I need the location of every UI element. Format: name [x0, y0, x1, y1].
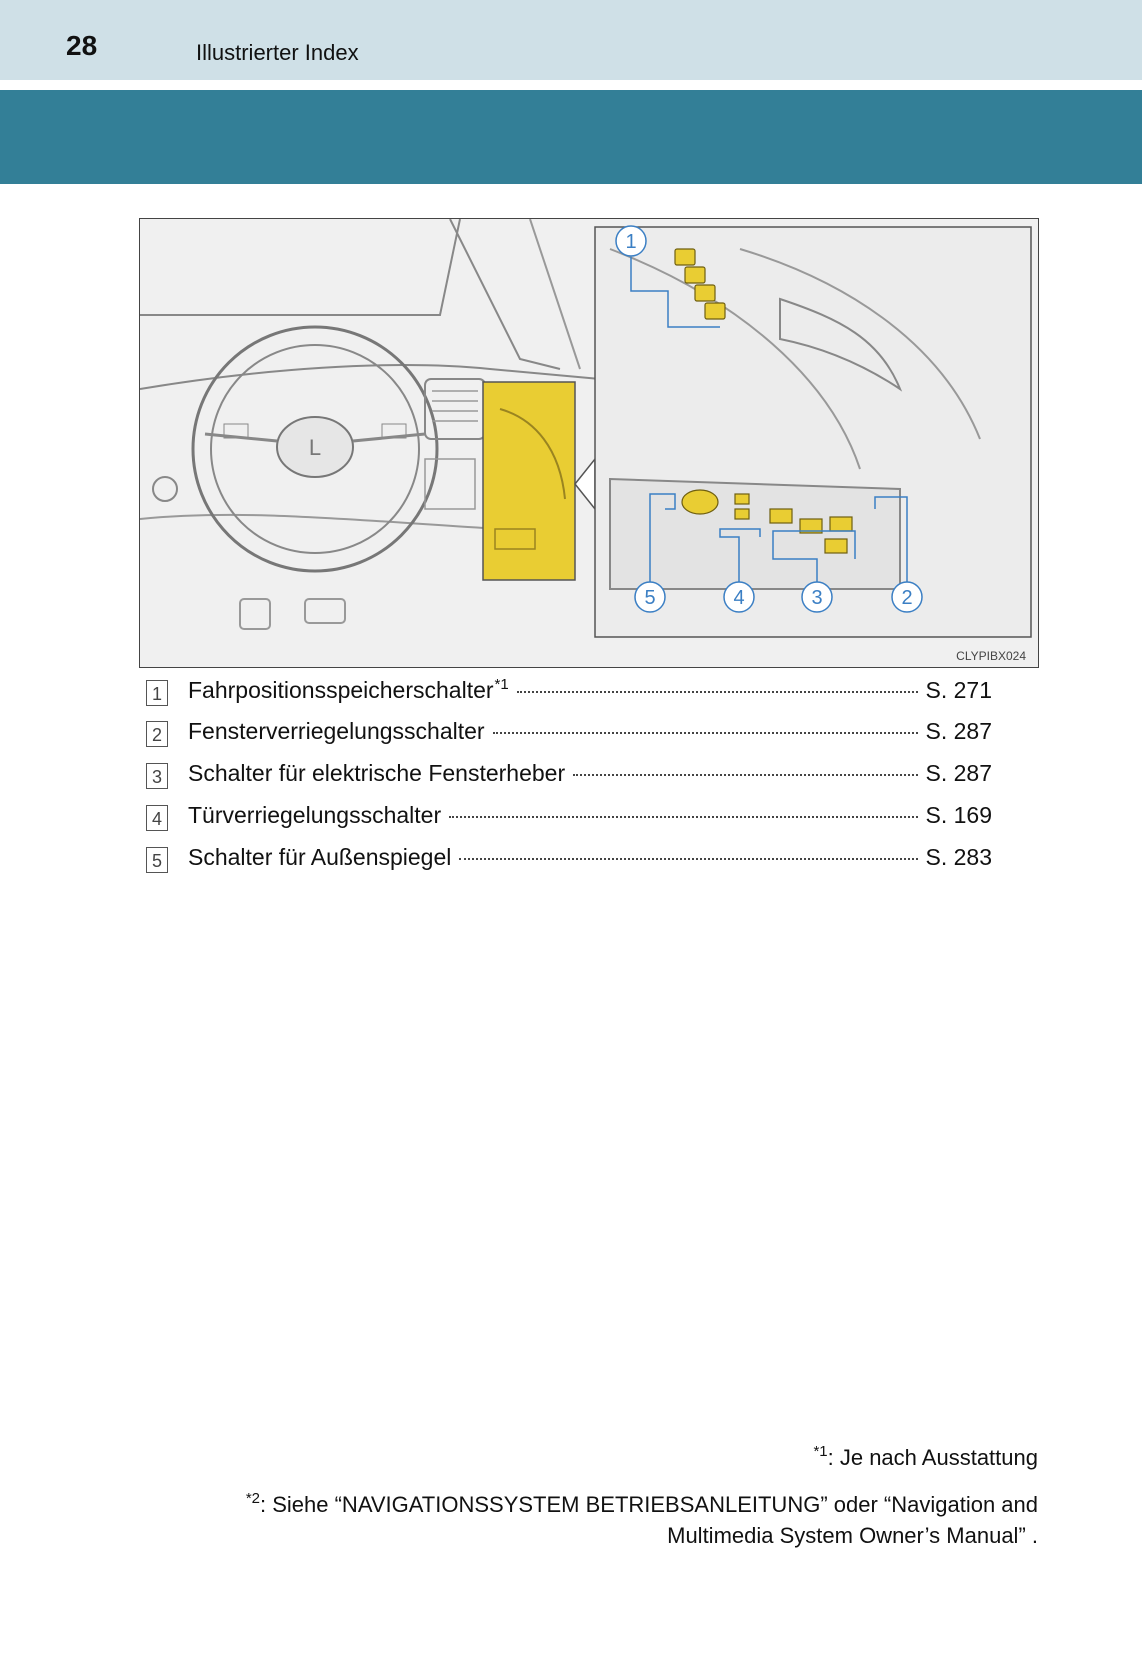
item-number-badge: 2	[146, 721, 168, 747]
callout-1	[615, 225, 647, 257]
index-item: 3 Schalter für elektrische Fensterheber …	[146, 760, 992, 802]
dot-leader	[573, 774, 918, 776]
index-item: 4 Türverriegelungsschalter S. 169	[146, 802, 992, 844]
footnote-mark: *2	[245, 1490, 260, 1507]
footnote-text: : Siehe “NAVIGATIONSSYSTEM BETRIEBSANLEI…	[260, 1492, 1038, 1517]
callout-1-label: 1	[625, 231, 636, 253]
footnotes: *1: Je nach Ausstattung *2: Siehe “NAVIG…	[178, 1436, 1038, 1551]
dot-leader	[516, 691, 918, 693]
callout-3-label: 3	[811, 587, 822, 609]
page-reference[interactable]: S. 283	[925, 844, 993, 870]
footnote-text-continued: Multimedia System Owner’s Manual” .	[667, 1523, 1038, 1548]
footnote-text: : Je nach Ausstattung	[827, 1445, 1038, 1470]
dot-leader	[449, 816, 918, 818]
item-number-badge: 4	[146, 805, 168, 831]
header-bar: 28 Illustrierter Index	[0, 0, 1142, 80]
footnote-marker: *1	[494, 676, 509, 693]
footnote-2: *2: Siehe “NAVIGATIONSSYSTEM BETRIEBSANL…	[178, 1483, 1038, 1551]
image-code: CLYPIBX024	[956, 649, 1026, 663]
item-label: Türverriegelungsschalter	[188, 802, 442, 828]
illustration-drawing: L	[140, 219, 1038, 667]
page-reference[interactable]: S. 271	[925, 677, 993, 703]
index-list: 1 Fahrpositionsspeicherschalter*1 S. 271…	[146, 676, 992, 886]
svg-text:L: L	[309, 435, 321, 460]
callout-2-label: 2	[901, 587, 912, 609]
item-label: Fahrpositionsspeicherschalter*1	[188, 676, 509, 703]
page-reference[interactable]: S. 287	[925, 760, 993, 786]
footnote-mark: *1	[813, 1443, 828, 1460]
index-item: 2 Fensterverriegelungsschalter S. 287	[146, 718, 992, 760]
page-reference[interactable]: S. 287	[925, 718, 993, 744]
item-number-badge: 3	[146, 763, 168, 789]
item-number-badge: 5	[146, 847, 168, 873]
callout-5	[634, 581, 666, 613]
header-band	[0, 90, 1142, 184]
page-reference[interactable]: S. 169	[925, 802, 993, 828]
item-label: Schalter für Außenspiegel	[188, 844, 452, 870]
index-item: 1 Fahrpositionsspeicherschalter*1 S. 271	[146, 676, 992, 718]
callout-3	[801, 581, 833, 613]
page-number: 28	[66, 30, 98, 61]
callout-4	[723, 581, 755, 613]
item-label: Schalter für elektrische Fensterheber	[188, 760, 566, 786]
dashboard-illustration: L	[139, 218, 1039, 668]
callout-4-label: 4	[733, 587, 744, 609]
callout-2	[891, 581, 923, 613]
item-number-badge: 1	[146, 680, 168, 706]
dot-leader	[459, 858, 918, 860]
index-item: 5 Schalter für Außenspiegel S. 283	[146, 844, 992, 886]
callout-5-label: 5	[644, 587, 655, 609]
item-label: Fensterverriegelungsschalter	[188, 718, 485, 744]
section-title: Illustrierter Index	[196, 40, 359, 65]
footnote-1: *1: Je nach Ausstattung	[178, 1436, 1038, 1473]
dot-leader	[492, 732, 918, 734]
